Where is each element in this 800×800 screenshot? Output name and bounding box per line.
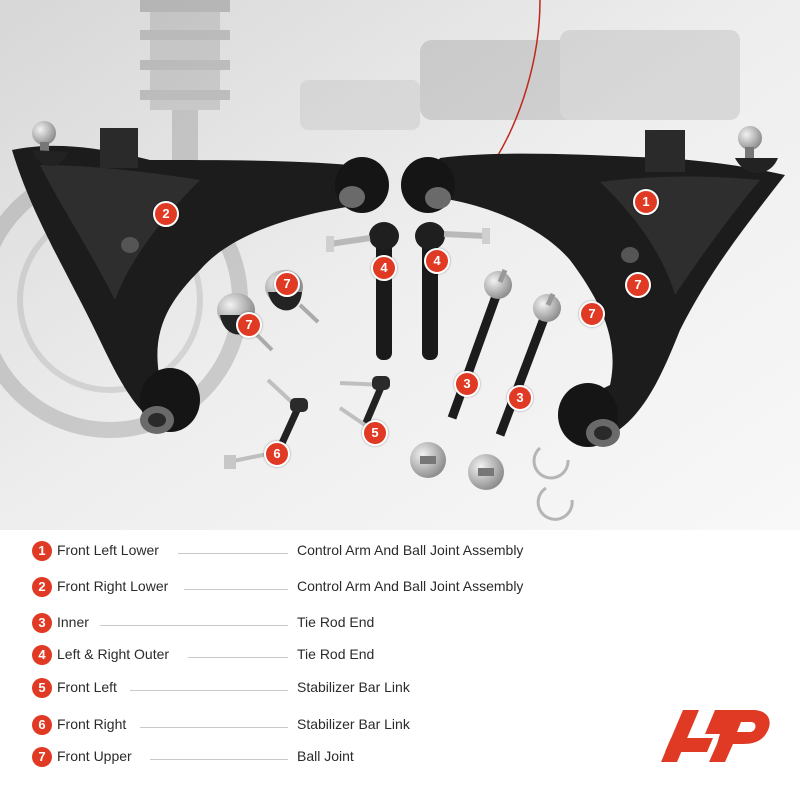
callout-badge: 4 — [371, 255, 397, 281]
legend-part: Tie Rod End — [297, 614, 375, 630]
legend-position: Front Right — [57, 716, 127, 732]
legend-part: Control Arm And Ball Joint Assembly — [297, 578, 524, 594]
leader-line — [184, 589, 288, 590]
leader-line — [130, 690, 288, 691]
leader-line — [188, 657, 288, 658]
legend-position: Left & Right Outer — [57, 646, 170, 662]
legend-position: Front Left — [57, 679, 117, 695]
legend-row: 3 Inner Tie Rod End — [32, 612, 592, 636]
callout-badge: 1 — [633, 189, 659, 215]
legend-row: 1 Front Left Lower Control Arm And Ball … — [32, 540, 592, 564]
legend-row: 2 Front Right Lower Control Arm And Ball… — [32, 576, 592, 600]
leader-line — [100, 625, 288, 626]
legend-position: Front Upper — [57, 748, 132, 764]
brand-logo-icon — [661, 710, 770, 762]
callout-badge: 5 — [362, 420, 388, 446]
legend-row: 4 Left & Right Outer Tie Rod End — [32, 644, 592, 668]
legend-row: 6 Front Right Stabilizer Bar Link — [32, 714, 592, 738]
parts-legend: 1 Front Left Lower Control Arm And Ball … — [0, 530, 800, 800]
callout-badge: 3 — [454, 371, 480, 397]
hardware-washers — [410, 442, 574, 521]
callout-badge: 7 — [236, 312, 262, 338]
legend-number: 5 — [32, 678, 52, 698]
callout-badge: 4 — [424, 248, 450, 274]
leader-line — [150, 759, 288, 760]
callout-badge: 6 — [264, 441, 290, 467]
legend-position: Front Left Lower — [57, 542, 159, 558]
legend-number: 3 — [32, 613, 52, 633]
legend-number: 6 — [32, 715, 52, 735]
callout-badge: 7 — [625, 272, 651, 298]
left-control-arm — [12, 121, 389, 434]
leader-line — [140, 727, 288, 728]
callout-badge: 7 — [274, 271, 300, 297]
legend-part: Stabilizer Bar Link — [297, 679, 410, 695]
legend-number: 2 — [32, 577, 52, 597]
legend-part: Tie Rod End — [297, 646, 375, 662]
inner-tie-rods — [447, 269, 561, 437]
legend-number: 7 — [32, 747, 52, 767]
legend-number: 1 — [32, 541, 52, 561]
leader-line — [178, 553, 288, 554]
callout-badge: 2 — [153, 201, 179, 227]
callout-badge: 3 — [507, 385, 533, 411]
legend-part: Ball Joint — [297, 748, 354, 764]
parts-photo — [0, 0, 800, 530]
legend-number: 4 — [32, 645, 52, 665]
legend-position: Front Right Lower — [57, 578, 169, 594]
legend-position: Inner — [57, 614, 89, 630]
legend-part: Control Arm And Ball Joint Assembly — [297, 542, 524, 558]
legend-row: 7 Front Upper Ball Joint — [32, 746, 592, 770]
legend-row: 5 Front Left Stabilizer Bar Link — [32, 677, 592, 701]
callout-badge: 7 — [579, 301, 605, 327]
legend-part: Stabilizer Bar Link — [297, 716, 410, 732]
